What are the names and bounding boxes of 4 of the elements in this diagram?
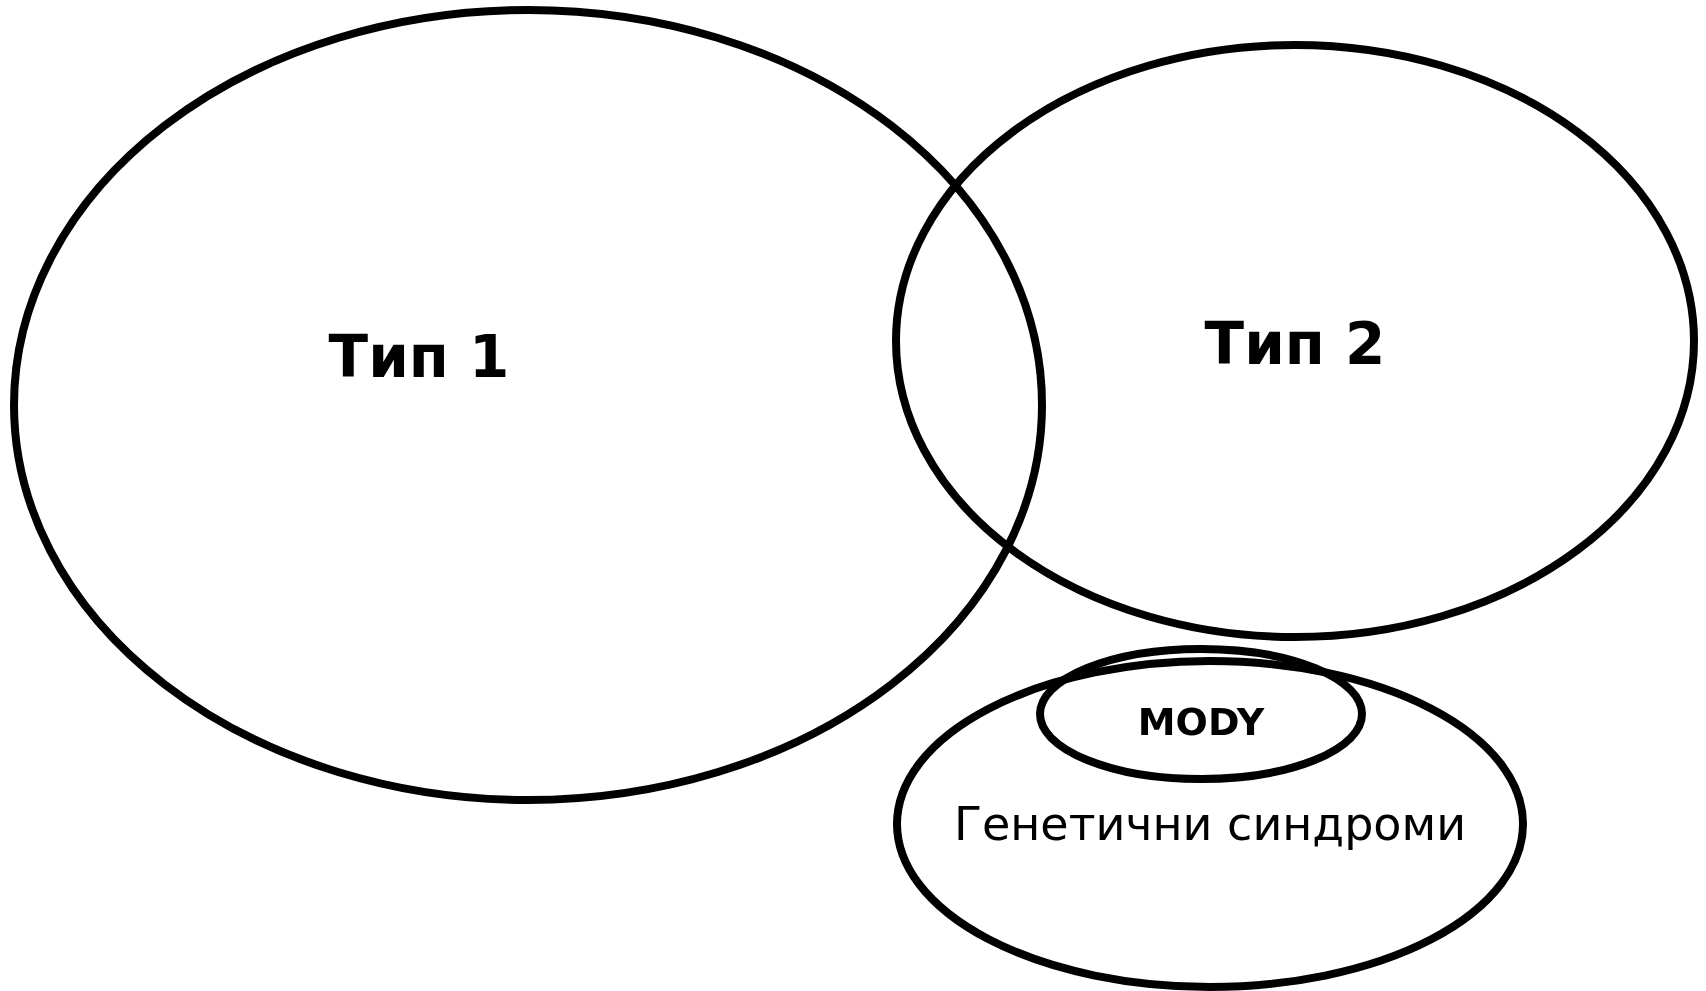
set-label: Генетични синдроми bbox=[953, 797, 1467, 851]
set-label: Тип 1 bbox=[328, 323, 510, 391]
set-label: MODY bbox=[1137, 700, 1265, 744]
set-label: Тип 2 bbox=[1204, 310, 1386, 378]
